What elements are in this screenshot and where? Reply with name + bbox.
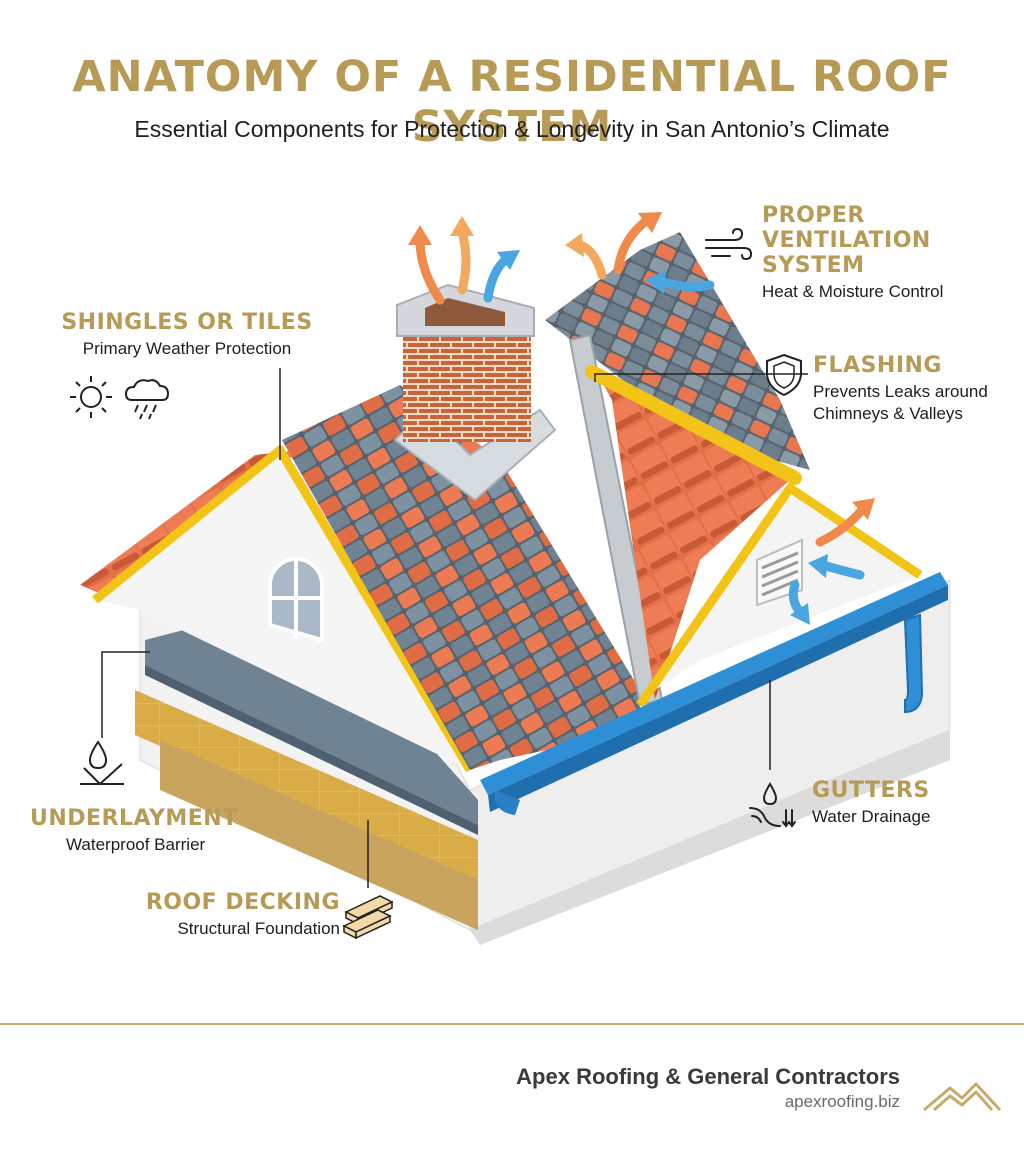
- decking-edge: [160, 740, 478, 930]
- water-drainage-icon: [749, 782, 796, 828]
- gutters-label: GUTTERS Water Drainage: [812, 778, 1002, 828]
- decking-desc: Structural Foundation: [177, 919, 340, 938]
- underlayment-title: UNDERLAYMENT: [30, 806, 238, 831]
- company-name: Apex Roofing & General Contractors: [516, 1064, 900, 1089]
- ventilation-desc: Heat & Moisture Control: [762, 282, 944, 301]
- decking-title: ROOF DECKING: [145, 890, 340, 915]
- footer: Apex Roofing & General Contractors apexr…: [0, 1064, 1024, 1124]
- ridge-trim: [585, 365, 802, 485]
- wood-planks-icon: [342, 895, 394, 940]
- chimney: [393, 283, 557, 502]
- company-website: apexroofing.biz: [784, 1092, 900, 1111]
- rain-cloud-icon: [124, 379, 170, 420]
- shingles-label: SHINGLES OR TILES Primary Weather Protec…: [52, 310, 322, 360]
- wall-base: [470, 730, 950, 945]
- underlayment-layer: [145, 600, 478, 825]
- shield-icon: [766, 353, 802, 397]
- roof-logo-icon: [923, 1082, 1002, 1112]
- flashing-desc-line-2: Chimneys & Valleys: [813, 404, 963, 423]
- flashing-desc-line-1: Prevents Leaks around: [813, 382, 988, 401]
- gutters-desc: Water Drainage: [812, 807, 931, 826]
- gutters-title: GUTTERS: [812, 778, 930, 803]
- ventilation-label: PROPER VENTILATION SYSTEM Heat & Moistur…: [762, 203, 1002, 303]
- flashing-label: FLASHING Prevents Leaks around Chimneys …: [813, 353, 1023, 425]
- gutter-system: [480, 572, 948, 815]
- flashing-title: FLASHING: [813, 353, 942, 378]
- main-roof-slope: [282, 385, 640, 770]
- right-gable-trim: [636, 483, 923, 708]
- footer-divider: [0, 1023, 1024, 1025]
- shingles-desc: Primary Weather Protection: [82, 339, 292, 358]
- sun-icon: [70, 376, 170, 420]
- page-subtitle: Essential Components for Protection & Lo…: [134, 116, 890, 142]
- wind-icon: [705, 228, 753, 261]
- shingles-title: SHINGLES OR TILES: [61, 310, 313, 335]
- leader-lines: [101, 368, 808, 888]
- ventilation-title-line-2: VENTILATION: [762, 228, 931, 253]
- underlayment-label: UNDERLAYMENT Waterproof Barrier: [30, 806, 270, 856]
- ventilation-title-line-3: SYSTEM: [762, 253, 865, 278]
- roof-decking-layer: [135, 690, 478, 885]
- water-drop-barrier-icon: [80, 740, 124, 786]
- ventilation-title-line-1: PROPER: [762, 203, 865, 228]
- airflow-arrows: [408, 212, 875, 625]
- page-title: ANATOMY OF A RESIDENTIAL ROOF SYSTEM: [72, 52, 952, 152]
- back-roof-slope: [545, 232, 810, 470]
- decking-label: ROOF DECKING Structural Foundation: [140, 890, 340, 940]
- downspout: [903, 613, 924, 714]
- underlayment-desc: Waterproof Barrier: [66, 835, 206, 854]
- roof-illustration: [80, 212, 951, 945]
